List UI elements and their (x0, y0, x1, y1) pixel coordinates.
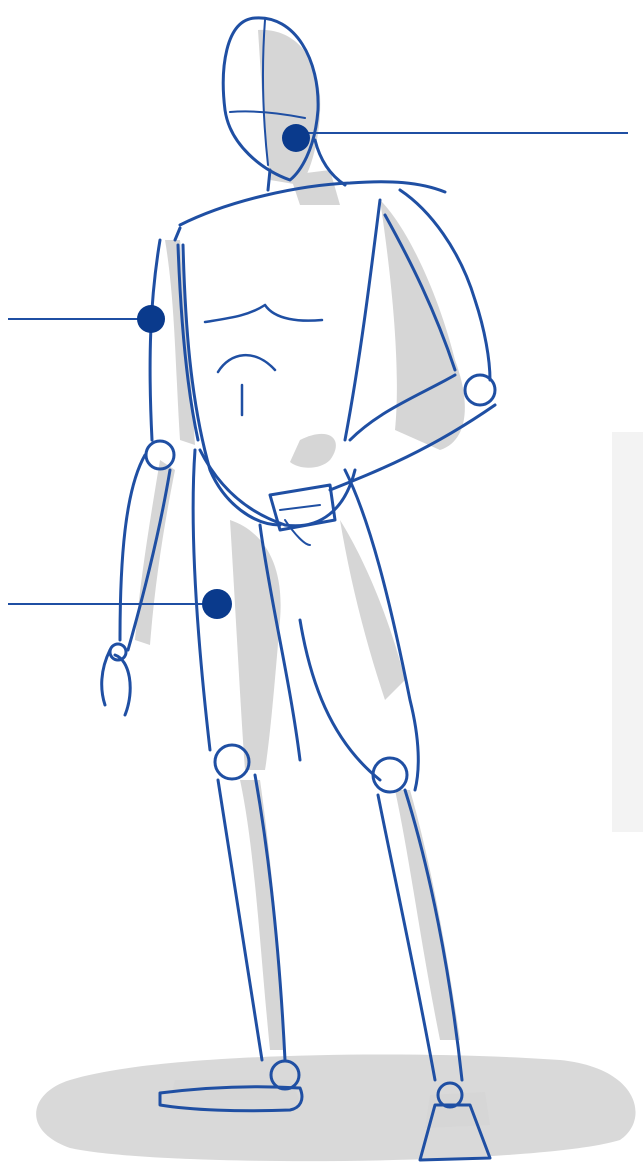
upper-arm-marker-icon (137, 305, 165, 333)
elbow-joint (465, 375, 495, 405)
body-shading (135, 30, 490, 1128)
knee-joint-right (373, 758, 407, 792)
head-marker-icon (282, 124, 310, 152)
thigh-marker-icon (202, 589, 232, 619)
torso-outline (183, 245, 280, 525)
callout-markers (137, 124, 310, 619)
floor-shadow (36, 1055, 635, 1162)
knee-joint-left (215, 745, 249, 779)
